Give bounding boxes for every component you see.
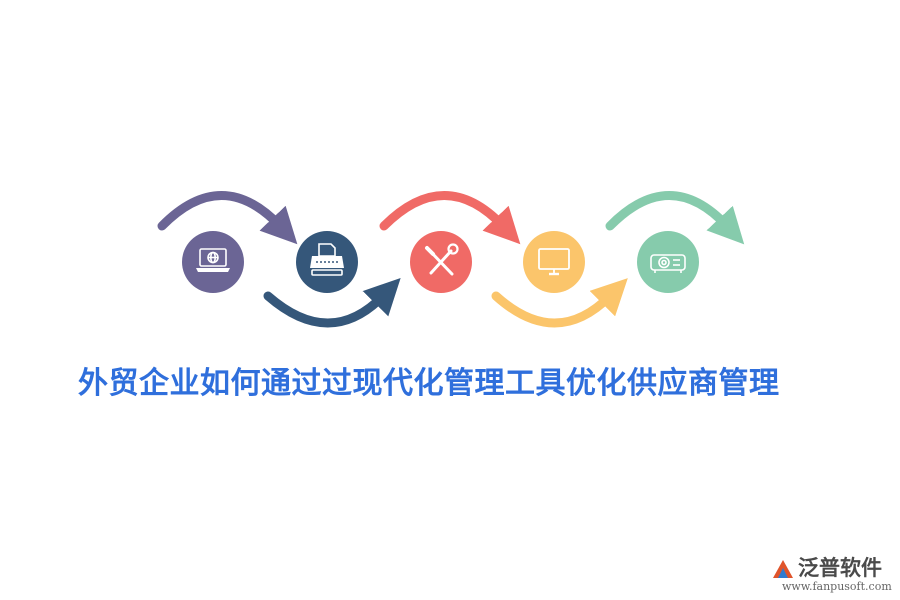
flow-arrow-1 bbox=[157, 191, 298, 245]
projector-icon bbox=[650, 254, 686, 273]
flow-arrow-2 bbox=[263, 278, 401, 328]
step-4-circle bbox=[523, 231, 585, 293]
step-2 bbox=[296, 231, 358, 293]
printer-icon bbox=[310, 243, 344, 276]
brand-name: 泛普软件 bbox=[798, 556, 882, 580]
page-title: 外贸企业如何通过过现代化管理工具优化供应商管理 bbox=[78, 366, 780, 401]
laptop-globe-icon bbox=[196, 248, 230, 272]
step-5 bbox=[637, 231, 699, 293]
brand-watermark: 泛普软件 www.fanpusoft.com bbox=[770, 552, 895, 596]
step-1 bbox=[182, 231, 244, 293]
step-3 bbox=[410, 231, 472, 293]
monitor-icon bbox=[538, 248, 570, 276]
flow-arrow-4 bbox=[491, 278, 628, 328]
step-4 bbox=[523, 231, 585, 293]
step-5-circle bbox=[637, 231, 699, 293]
fanpu-logo-icon bbox=[773, 560, 793, 578]
brand-url[interactable]: www.fanpusoft.com bbox=[782, 580, 892, 593]
tools-icon bbox=[425, 243, 459, 276]
flow-arrow-5 bbox=[605, 191, 745, 245]
flow-arrow-3 bbox=[379, 191, 521, 245]
